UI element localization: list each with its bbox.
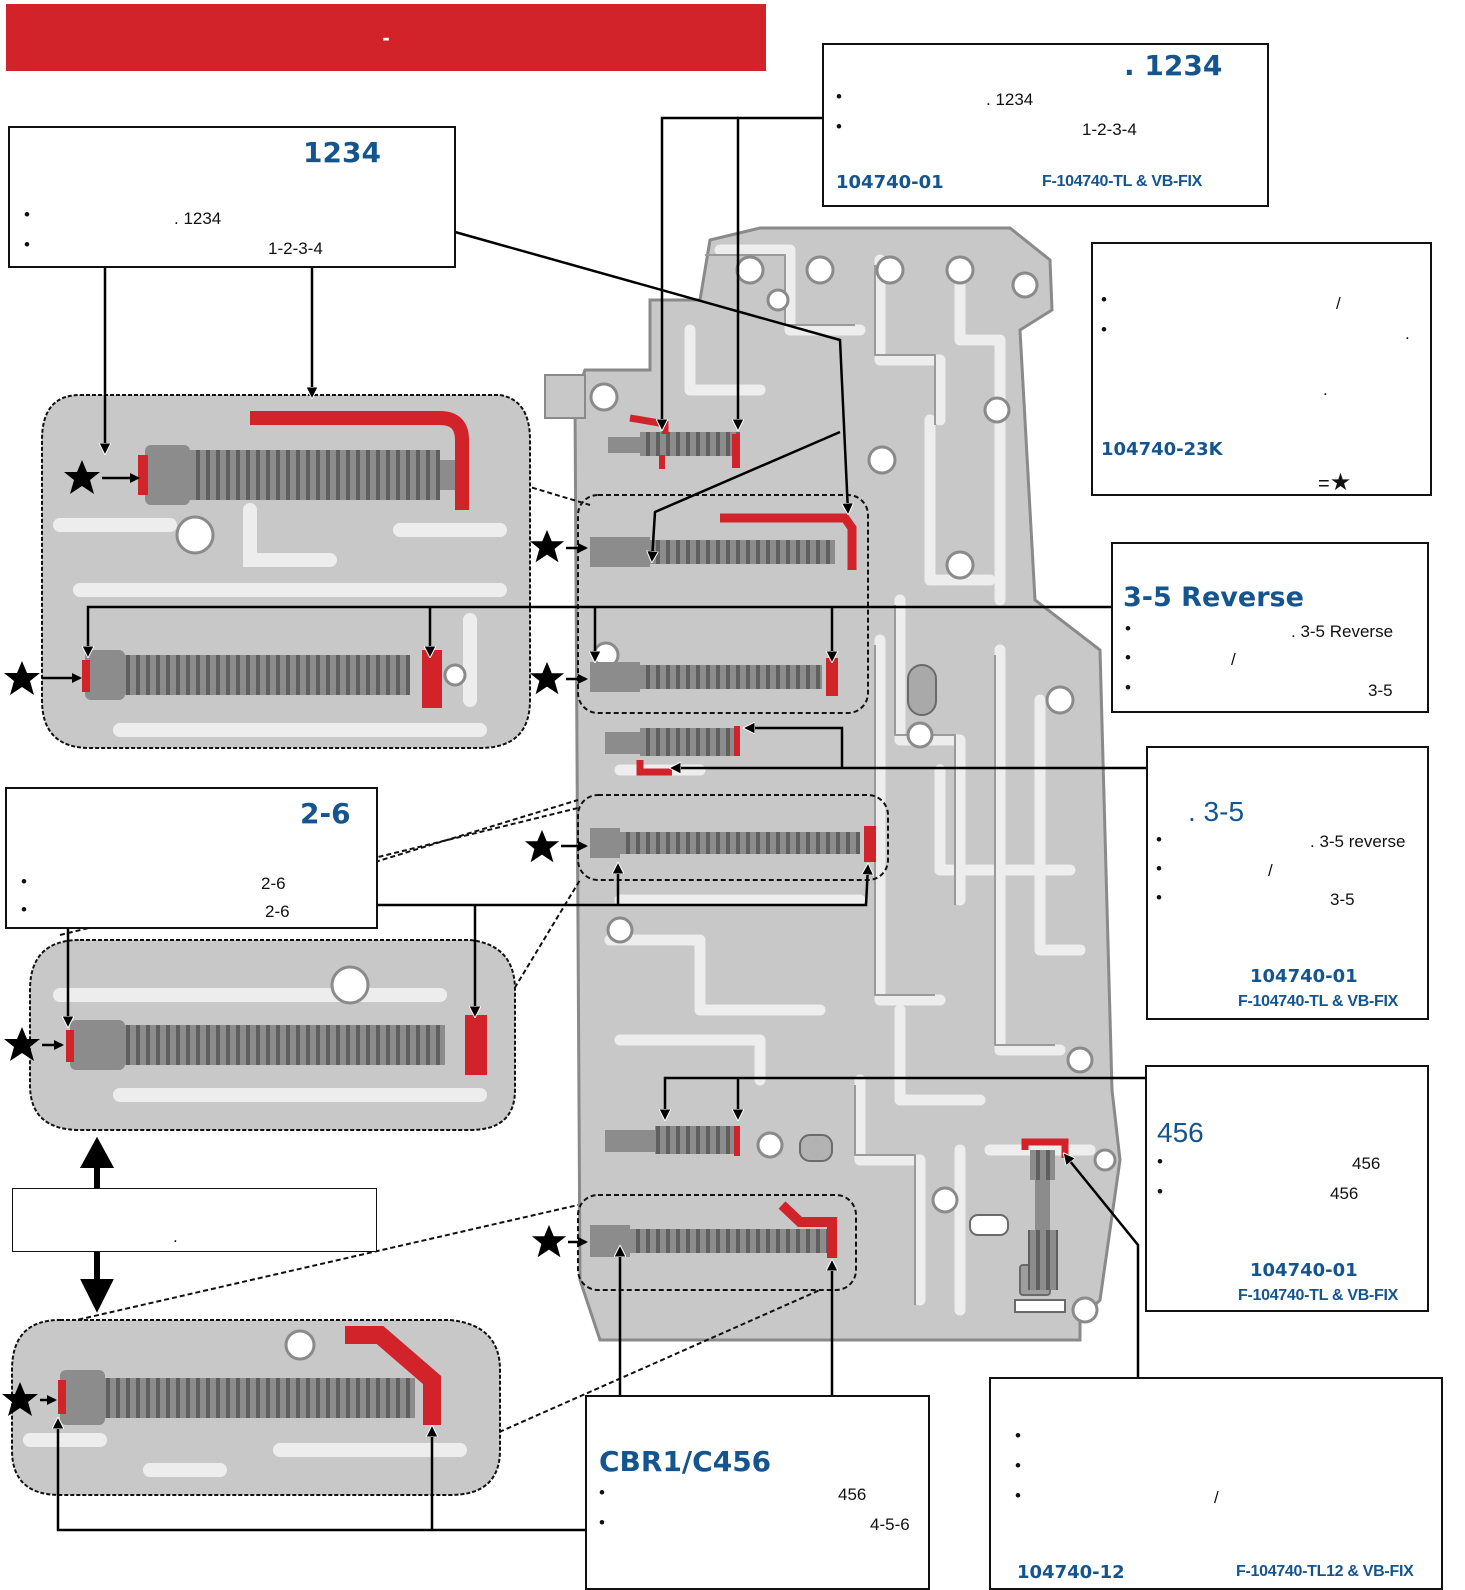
callout-title: CBR1/C456 — [599, 1445, 772, 1478]
callout-line: 1-2-3-4 — [1082, 120, 1137, 139]
star-icon — [531, 1224, 567, 1258]
callout-line: 3-5 — [1330, 890, 1355, 909]
callout-line: 456 — [838, 1485, 867, 1504]
callout-title: 3-5 Reverse — [1123, 582, 1304, 613]
bullet-icon: • — [24, 205, 30, 224]
bullet-icon: • — [1157, 1182, 1163, 1201]
callout-title: 1234 — [303, 136, 381, 169]
callout-line: 456 — [1352, 1154, 1381, 1173]
bullet-icon: • — [24, 235, 30, 254]
bullet-icon: • — [1157, 1152, 1163, 1171]
callout-line: 3-5 — [1368, 681, 1393, 700]
callout-line: 456 — [1330, 1184, 1359, 1203]
valve-26-small — [590, 826, 876, 862]
callout-bottom-right: • • • / 104740-12 F-104740-TL12 & VB-FIX — [989, 1377, 1443, 1590]
callout-line: 4-5-6 — [870, 1515, 910, 1534]
callout-line: / — [1336, 294, 1341, 313]
part-number: 104740-23K — [1101, 439, 1223, 460]
star-icon — [524, 829, 560, 863]
zoom-panel-26 — [29, 939, 516, 1131]
callout-1234-left: 1234 • . 1234 • 1-2-3-4 — [8, 126, 456, 268]
tool-number: F-104740-TL12 & VB-FIX — [1236, 1563, 1414, 1580]
callout-456: 456 • 456 • 456 104740-01 F-104740-TL & … — [1145, 1065, 1429, 1312]
valve-reverse-small — [590, 658, 838, 696]
tool-number: F-104740-TL & VB-FIX — [1042, 173, 1202, 190]
callout-line: . 3-5 Reverse — [1291, 622, 1394, 641]
callout-line: 2-6 — [261, 874, 286, 893]
valve-456-vertical — [1021, 1138, 1069, 1290]
bullet-icon: • — [1156, 830, 1162, 849]
callout-line: . — [1323, 380, 1328, 399]
callout-35-reverse: 3-5 Reverse • . 3-5 Reverse • / • 3-5 — [1111, 542, 1429, 713]
callout-line: . — [1405, 324, 1410, 343]
callout-line: / — [1268, 861, 1273, 880]
zoom-panel-cbr — [11, 1319, 501, 1496]
bullet-icon: • — [1015, 1456, 1021, 1475]
callout-line: 2-6 — [265, 902, 290, 921]
callout-title: . 1234 — [1124, 49, 1223, 82]
zoom-panel-1234 — [41, 394, 531, 749]
callout-line: . 3-5 reverse — [1310, 832, 1406, 851]
part-number: 104740-01 — [1250, 1260, 1358, 1281]
header-banner: - — [6, 4, 766, 71]
bullet-icon: • — [1015, 1486, 1021, 1505]
star-icon — [529, 529, 565, 563]
callout-title: 456 — [1157, 1117, 1204, 1148]
bullet-icon: • — [1125, 619, 1131, 638]
bullet-icon: • — [836, 87, 842, 106]
tool-number: F-104740-TL & VB-FIX — [1238, 993, 1398, 1010]
note-text: . — [173, 1227, 178, 1246]
star-icon — [4, 661, 40, 695]
callout-line: 1-2-3-4 — [268, 239, 323, 258]
star-icon — [529, 661, 565, 695]
callout-line: . 1234 — [986, 90, 1034, 109]
part-number: 104740-01 — [836, 172, 944, 193]
bullet-icon: • — [1156, 859, 1162, 878]
valve-1234-zoom-small — [590, 513, 857, 570]
bullet-icon: • — [599, 1513, 605, 1532]
bullet-icon: • — [21, 872, 27, 891]
callout-title: . 3-5 — [1188, 796, 1245, 827]
bullet-icon: • — [1015, 1426, 1021, 1445]
callout-26: 2-6 • 2-6 • 2-6 — [5, 787, 378, 929]
star-icon: ★ — [1329, 469, 1352, 496]
callout-35: . 3-5 • . 3-5 reverse • / • 3-5 104740-0… — [1146, 746, 1429, 1020]
bullet-icon: • — [599, 1483, 605, 1502]
callout-line: . 1234 — [174, 209, 222, 228]
bullet-icon: • — [21, 900, 27, 919]
star-legend: =★ — [1318, 468, 1351, 497]
leader-lines — [40, 116, 1148, 1532]
valve-456-small — [605, 1126, 740, 1156]
callout-title: 2-6 — [300, 797, 351, 830]
callout-line: / — [1231, 650, 1236, 669]
note-arrows — [79, 1136, 115, 1313]
bullet-icon: • — [1125, 678, 1131, 697]
part-number: 104740-12 — [1017, 1562, 1125, 1583]
valve-35-small — [605, 726, 740, 776]
part-number: 104740-01 — [1250, 966, 1358, 987]
callout-1234-right: . 1234 • . 1234 • 1-2-3-4 104740-01 F-10… — [822, 43, 1269, 207]
callout-kit: • / • . . 104740-23K =★ — [1091, 242, 1432, 496]
bullet-icon: • — [1125, 648, 1131, 667]
callout-cbr: CBR1/C456 • 456 • 4-5-6 — [585, 1395, 930, 1590]
star-legend-label: = — [1318, 473, 1330, 495]
bullet-icon: • — [1101, 290, 1107, 309]
bullet-icon: • — [836, 117, 842, 136]
note-box: . — [12, 1188, 377, 1252]
bullet-icon: • — [1101, 320, 1107, 339]
callout-line: / — [1214, 1488, 1219, 1507]
bullet-icon: • — [1156, 888, 1162, 907]
tool-number: F-104740-TL & VB-FIX — [1238, 1287, 1398, 1304]
